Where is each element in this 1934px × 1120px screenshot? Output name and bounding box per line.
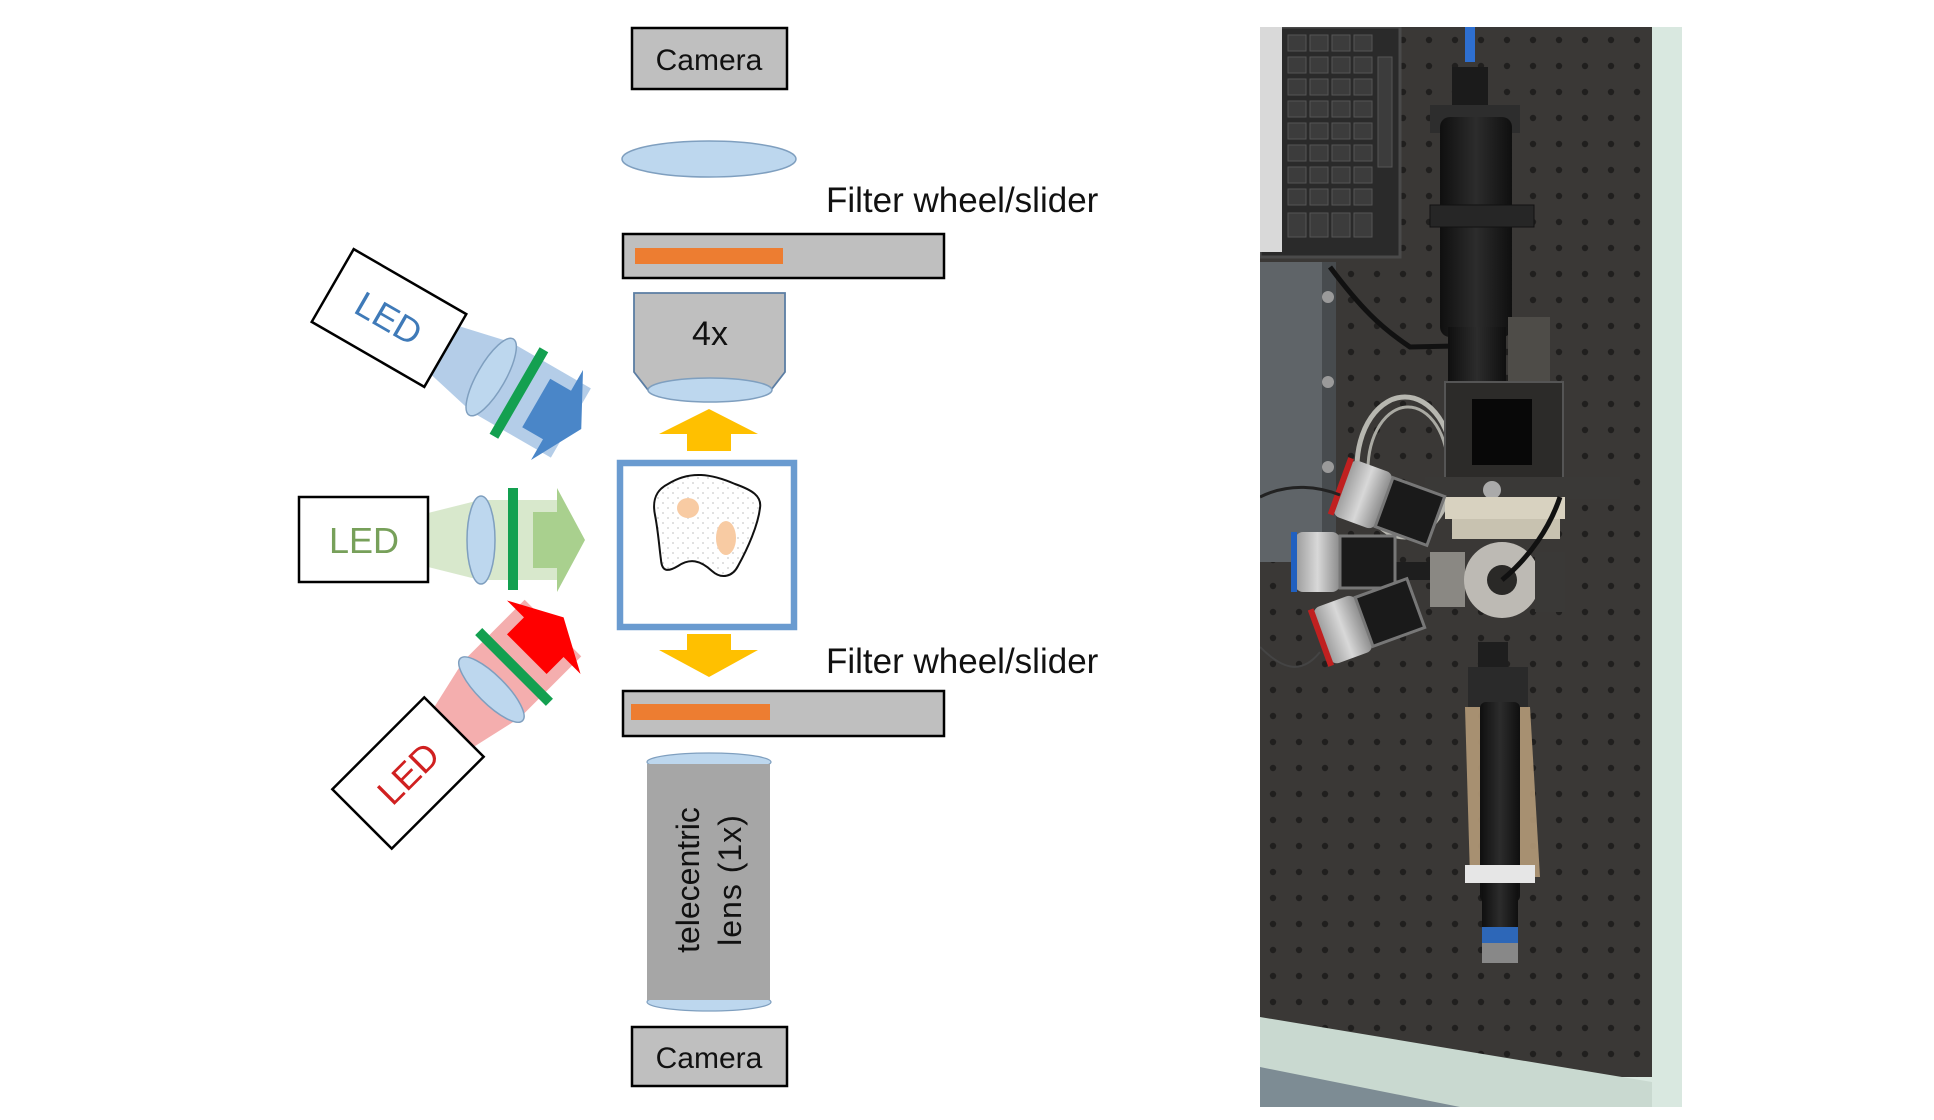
led-red-assembly: LED (330, 599, 582, 851)
setup-photograph (1260, 27, 1682, 1107)
cell-nucleus-1 (677, 498, 699, 518)
lower-filter-element (631, 704, 770, 720)
objective-4x: 4x (633, 292, 786, 403)
keyboard (1260, 27, 1402, 259)
led-red-filter (475, 628, 553, 706)
objective-front-lens (647, 377, 773, 403)
lower-filter-label: Filter wheel/slider (826, 642, 1099, 681)
telecentric-label-line2: lens (1x) (712, 814, 748, 946)
objective-label: 4x (692, 315, 728, 353)
sample-holder (616, 459, 798, 631)
led-blue-lens (465, 337, 518, 417)
tube-lens (621, 140, 797, 178)
led-green-filter (508, 488, 518, 590)
led-module-blue (1291, 532, 1397, 592)
telecentric-lens: telecentric lens (1x) (646, 752, 772, 1012)
bottom-camera: Camera (630, 1025, 789, 1088)
led-blue-filter (489, 347, 549, 439)
cell-outline (653, 473, 762, 578)
sample-stage (1425, 381, 1620, 539)
upper-filter-element (635, 248, 783, 264)
filter-wheel (1390, 496, 1565, 618)
upper-camera-tube (1429, 27, 1550, 387)
led-blue-arrow (522, 369, 584, 461)
led-green-assembly: LED (297, 488, 585, 592)
led-green-lens (466, 495, 496, 585)
lower-telecentric-assembly (1465, 642, 1540, 963)
telecentric-label-line1: telecentric (670, 807, 706, 953)
led-red-lens (458, 656, 525, 723)
cell-nucleus-2 (716, 521, 736, 555)
led-module-red-top (1327, 457, 1447, 548)
emission-arrow-down (659, 634, 758, 677)
emission-arrow-up (659, 409, 758, 451)
led-module-red-bottom (1307, 576, 1427, 667)
top-camera-label: Camera (656, 44, 763, 77)
lower-filter-slider (621, 689, 946, 738)
led-green-arrow (533, 488, 585, 592)
optical-schematic: Camera Filter wheel/slider 4x Filter whe… (297, 26, 1099, 1088)
led-blue-assembly: LED (310, 247, 591, 461)
bottom-camera-label: Camera (656, 1042, 763, 1075)
top-camera: Camera (630, 26, 789, 91)
led-green-label: LED (329, 520, 399, 561)
usb-cable (1328, 265, 1501, 350)
upper-filter-label: Filter wheel/slider (826, 181, 1099, 220)
controller-box (1260, 262, 1336, 562)
led-red-arrow (506, 600, 581, 675)
upper-filter-slider (621, 232, 946, 280)
